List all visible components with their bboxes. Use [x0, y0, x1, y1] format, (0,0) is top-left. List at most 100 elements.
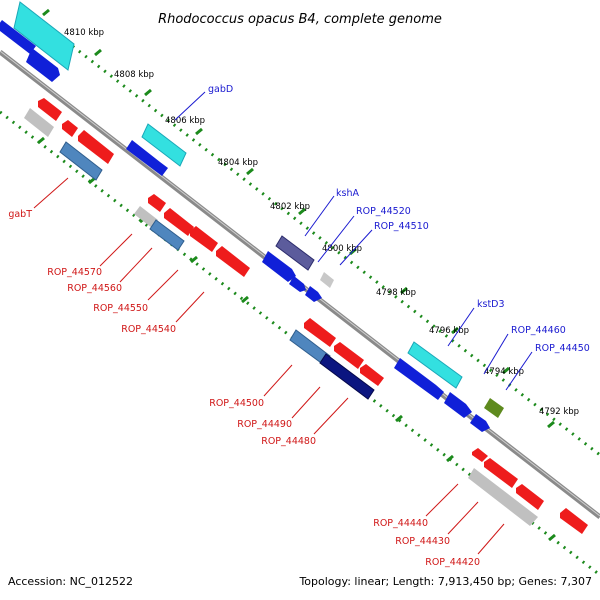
tick-mark — [502, 366, 510, 375]
tick-mark — [451, 326, 459, 335]
tick-mark — [547, 420, 555, 429]
leader-line — [175, 291, 205, 323]
gene-gray — [468, 468, 538, 526]
gene-cyan — [13, 1, 75, 71]
gene-cyan — [141, 123, 187, 167]
gene-blue — [26, 48, 60, 82]
gene-gray — [320, 272, 334, 288]
gene-red — [148, 194, 166, 212]
gene-cyan — [407, 341, 463, 389]
tick-mark — [246, 167, 254, 176]
gene-red — [334, 342, 364, 369]
gene-red — [164, 208, 194, 236]
tick-mark — [195, 127, 203, 136]
gene-label-rop-44420: ROP_44420 — [425, 557, 480, 568]
gene-red — [484, 458, 518, 488]
gene-label-gabt: gabT — [8, 209, 32, 220]
gene-red — [62, 120, 78, 137]
gene-blue — [470, 414, 490, 432]
tick-mark — [94, 48, 102, 57]
leader-line — [425, 483, 459, 517]
leader-line — [313, 397, 349, 435]
leader-line — [99, 233, 133, 267]
tick-label: 4792 kbp — [539, 407, 579, 417]
tick-mark — [42, 8, 50, 17]
tick-label: 4804 kbp — [218, 158, 258, 168]
tick-labels: 4810 kbp 4808 kbp 4806 kbp 4804 kbp 4802… — [64, 28, 579, 417]
tick-label: 4802 kbp — [270, 202, 310, 212]
gene-red — [38, 98, 62, 121]
gene-label-ksha: kshA — [336, 188, 359, 199]
bottom-gene-labels: gabT ROP_44570 ROP_44560 ROP_44550 ROP_4… — [8, 209, 480, 568]
gene-label-gabd: gabD — [208, 84, 233, 95]
gene-label-rop-44480: ROP_44480 — [261, 436, 316, 447]
tick-label: 4806 kbp — [165, 116, 205, 126]
leader-line — [483, 333, 509, 375]
tick-label: 4798 kbp — [376, 288, 416, 298]
leader-line — [317, 215, 355, 263]
tick-mark — [446, 454, 454, 463]
gene-blue — [0, 20, 36, 54]
tick-mark — [298, 207, 306, 216]
leader-line — [33, 177, 69, 209]
gene-blue — [394, 358, 444, 400]
leader-line — [477, 523, 505, 555]
gene-label-rop-44510: ROP_44510 — [374, 221, 429, 232]
gene-label-rop-44540: ROP_44540 — [121, 324, 176, 335]
gene-label-rop-44500: ROP_44500 — [209, 398, 264, 409]
gene-steel — [59, 141, 103, 181]
top-leaders — [174, 91, 533, 391]
tick-label: 4794 kbp — [484, 367, 524, 377]
gene-blue — [289, 276, 306, 292]
leader-line — [263, 364, 293, 397]
reverse-genes — [24, 98, 588, 534]
gene-red — [304, 318, 336, 347]
gene-label-rop-44490: ROP_44490 — [237, 419, 292, 430]
tick-label: 4810 kbp — [64, 28, 104, 38]
gene-label-rop-44440: ROP_44440 — [373, 518, 428, 529]
topology-text: Topology: linear; Length: 7,913,450 bp; … — [298, 575, 592, 588]
top-gene-labels: gabD kshA ROP_44520 ROP_44510 kstD3 ROP_… — [208, 84, 590, 354]
gene-slate — [275, 235, 315, 271]
gene-red — [560, 508, 588, 534]
tick-mark — [241, 295, 249, 304]
gene-blue — [305, 286, 322, 302]
gene-label-kstd3: kstD3 — [477, 299, 505, 310]
accession-text: Accession: NC_012522 — [8, 575, 133, 588]
gene-blue — [444, 392, 472, 418]
gene-gray — [24, 108, 54, 137]
leader-line — [174, 91, 206, 121]
upper-tick-track — [21, 5, 600, 457]
gene-red — [190, 226, 218, 252]
gene-red — [516, 484, 544, 510]
tick-label: 4796 kbp — [429, 326, 469, 336]
gene-navy — [319, 353, 375, 400]
tick-mark — [548, 533, 556, 542]
forward-genes — [0, 1, 504, 432]
gene-label-rop-44430: ROP_44430 — [395, 536, 450, 547]
gene-label-rop-44560: ROP_44560 — [67, 283, 122, 294]
leader-line — [447, 307, 475, 347]
gene-blue — [126, 140, 168, 176]
tick-mark — [190, 255, 198, 264]
leader-line — [147, 269, 179, 301]
gene-red — [78, 130, 114, 164]
leader-line — [505, 351, 533, 391]
leader-line — [339, 229, 373, 266]
tick-label: 4800 kbp — [322, 244, 362, 254]
leader-line — [447, 501, 479, 535]
gene-red — [360, 364, 384, 386]
leader-line — [291, 386, 321, 419]
gene-label-rop-44520: ROP_44520 — [356, 206, 411, 217]
gene-gray — [134, 206, 158, 228]
gene-red — [472, 448, 488, 462]
bottom-leaders — [33, 177, 505, 555]
gene-label-rop-44450: ROP_44450 — [535, 343, 590, 354]
tick-mark — [144, 88, 152, 97]
tick-mark — [400, 286, 408, 295]
gene-label-rop-44550: ROP_44550 — [93, 303, 148, 314]
gene-label-rop-44460: ROP_44460 — [511, 325, 566, 336]
tick-mark — [395, 414, 403, 423]
gene-steel — [149, 219, 185, 251]
